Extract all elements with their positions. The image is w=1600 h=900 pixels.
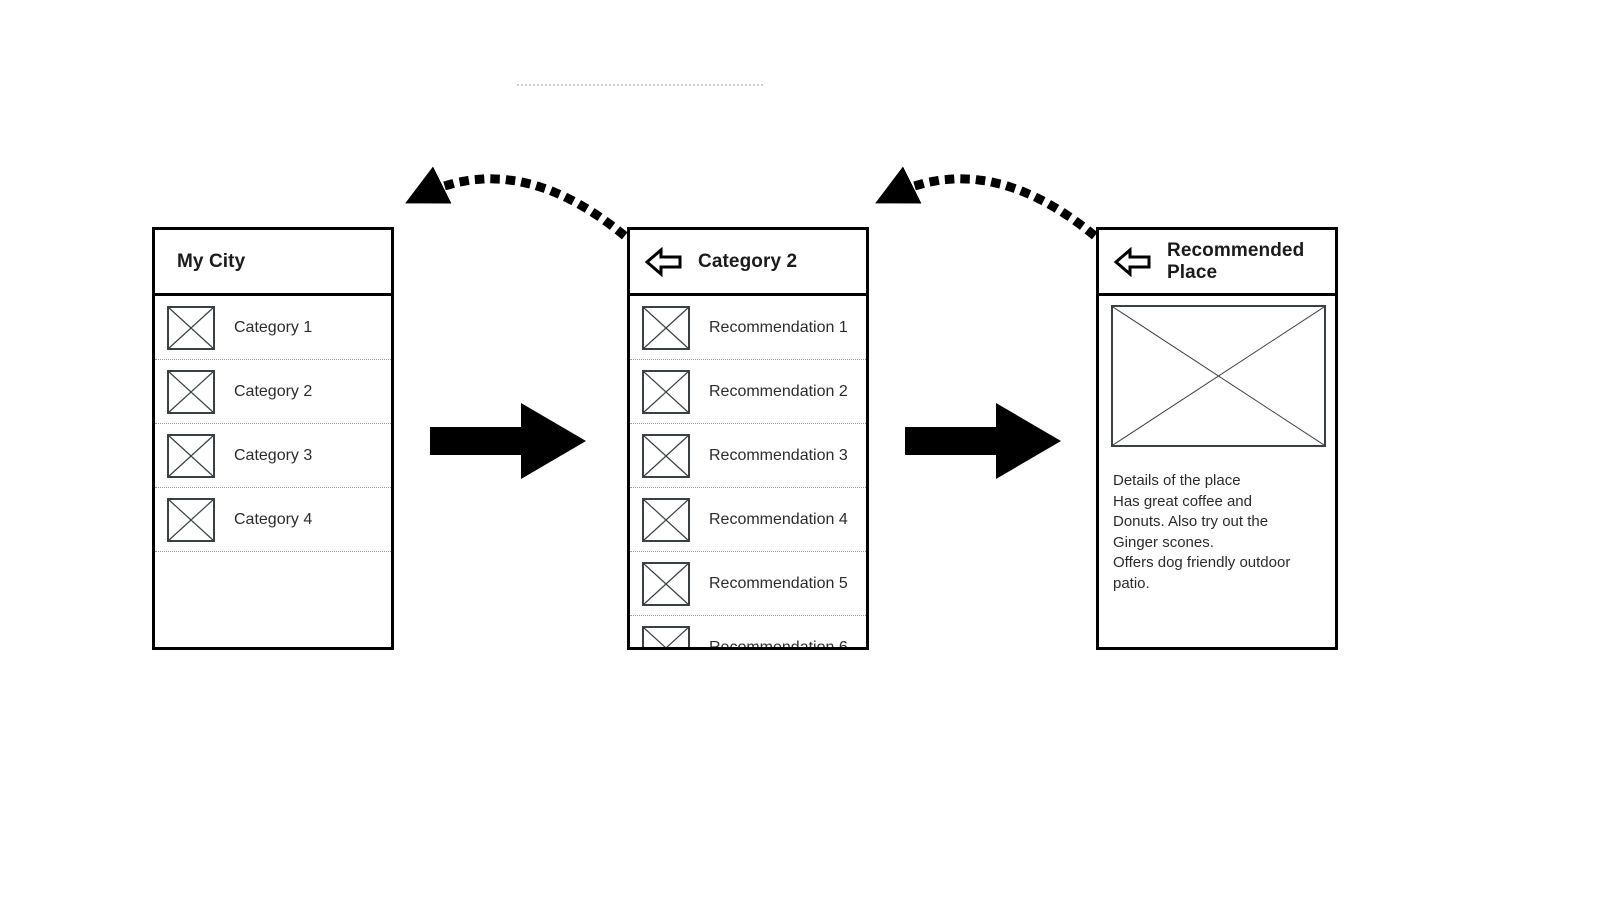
list-item-label: Recommendation 1 [709,318,848,336]
details-line: Donuts. Also try out the [1113,513,1269,530]
screen-recommended-place-header: Recommended Place [1099,230,1335,296]
list-item-category-2[interactable]: Category 2 [155,360,391,424]
details-line: Offers dog friendly outdoor [1113,554,1291,571]
list-item-label: Recommendation 5 [709,574,848,592]
solid-right-arrow-icon [430,403,586,479]
solid-right-arrow-icon [905,403,1061,479]
details-line: Ginger scones. [1113,533,1214,551]
details-line: Details of the place [1113,472,1241,489]
list-item-category-3[interactable]: Category 3 [155,424,391,488]
image-placeholder-icon [642,497,690,542]
place-details-text: Details of the place Has great coffee an… [1113,471,1325,594]
details-line: Has great coffee and [1113,492,1252,510]
image-placeholder-icon [642,433,690,478]
screen-title: Category 2 [698,250,798,272]
dashed-curved-left-arrow-icon [875,166,1109,249]
list-item-recommendation-6[interactable]: Recommendation 6 [630,616,866,650]
dashed-curved-left-arrow-icon [405,166,639,249]
hero-image-placeholder-icon [1111,305,1326,447]
list-item-recommendation-4[interactable]: Recommendation 4 [630,488,866,552]
back-arrow-icon[interactable] [644,246,684,277]
screen-my-city-header: My City [155,230,391,296]
list-item-recommendation-5[interactable]: Recommendation 5 [630,552,866,616]
list-item-category-4[interactable]: Category 4 [155,488,391,552]
back-arrow-icon[interactable] [1113,246,1153,277]
screen-title: My City [177,250,246,272]
list-item-recommendation-1[interactable]: Recommendation 1 [630,296,866,360]
screen-category-2-header: Category 2 [630,230,866,296]
image-placeholder-icon [642,305,690,350]
image-placeholder-icon [167,497,215,542]
list-item-label: Recommendation 2 [709,382,848,400]
list-item-category-1[interactable]: Category 1 [155,296,391,360]
screen-category-2: Category 2 Recommendation 1 Recommendati… [627,227,869,650]
list-item-label: Category 1 [234,318,313,336]
list-item-label: Category 4 [234,510,313,528]
image-placeholder-icon [642,369,690,414]
details-line: patio. [1113,574,1150,592]
list-item-label: Category 3 [234,446,313,464]
list-item-label: Recommendation 4 [709,510,848,528]
image-placeholder-icon [167,305,215,350]
screen-my-city: My City Category 1 Category 2 Category 3… [152,227,394,650]
faint-dotted-line [517,84,763,86]
list-item-recommendation-3[interactable]: Recommendation 3 [630,424,866,488]
image-placeholder-icon [642,625,690,647]
image-placeholder-icon [167,369,215,414]
screen-recommended-place: Recommended Place Details of the place H… [1096,227,1338,650]
image-placeholder-icon [642,561,690,606]
list-item-label: Recommendation 6 [709,638,848,650]
list-item-recommendation-2[interactable]: Recommendation 2 [630,360,866,424]
list-item-label: Recommendation 3 [709,446,848,464]
screen-title: Recommended Place [1167,239,1305,283]
image-placeholder-icon [167,433,215,478]
list-item-label: Category 2 [234,382,313,400]
